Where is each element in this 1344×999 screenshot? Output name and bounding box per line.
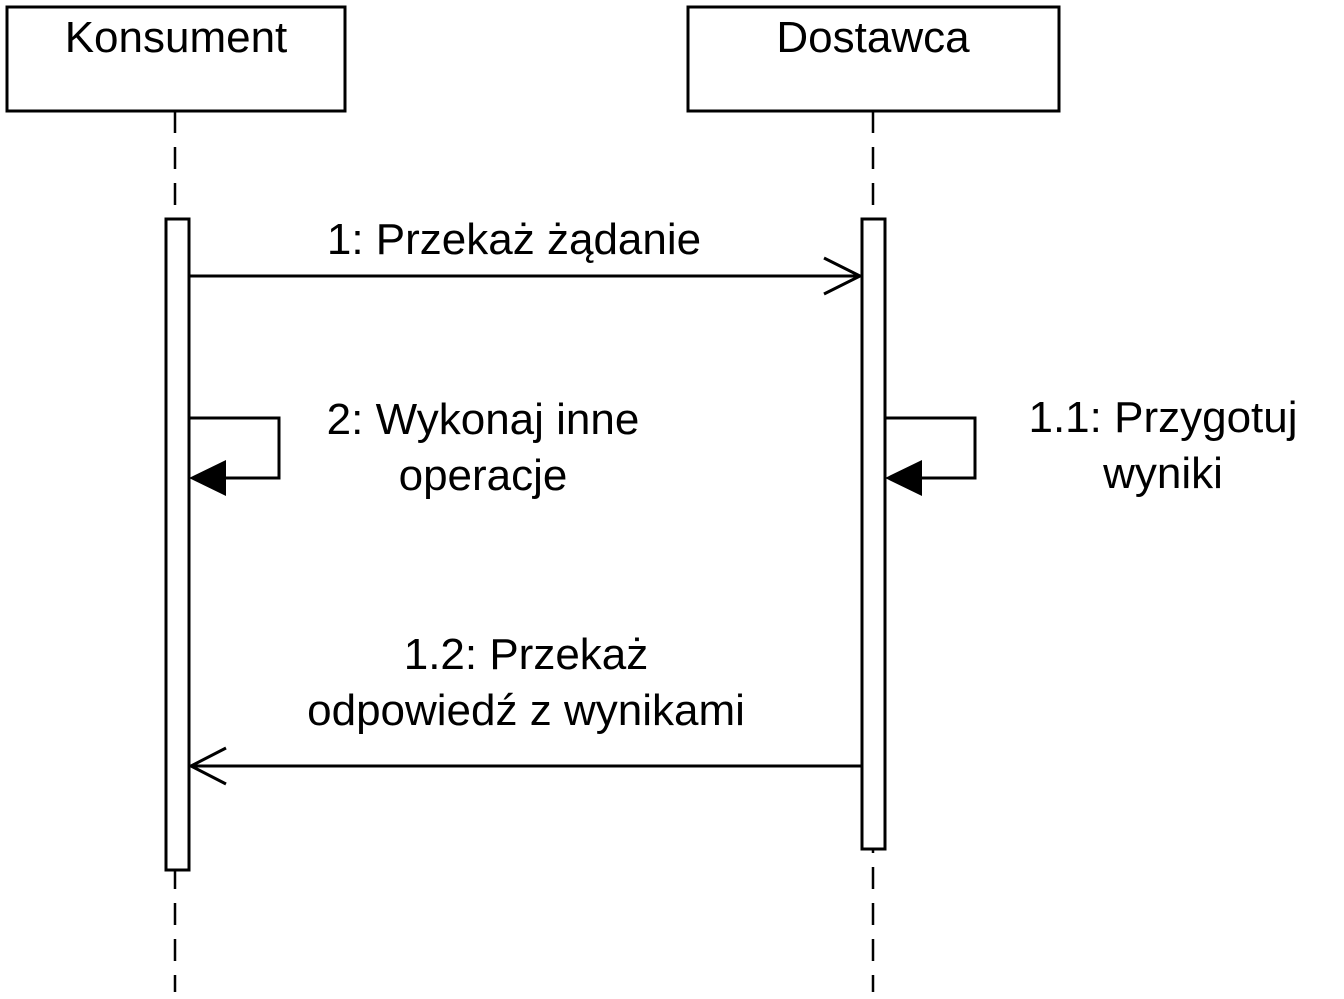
- participant-consumer: Konsument: [5, 5, 347, 113]
- provider-box: [686, 5, 1061, 113]
- message-1-2-label-line1: 1.2: Przekaż: [404, 630, 649, 679]
- open-arrowhead-icon: [823, 256, 864, 296]
- message-1-1: 1.1: Przygotuj wyniki: [885, 393, 1298, 498]
- consumer-name: Konsument: [65, 13, 288, 62]
- open-arrowhead-icon: [187, 746, 227, 786]
- consumer-box: [5, 5, 347, 113]
- message-1-2-label-line2: odpowiedź z wynikami: [307, 686, 745, 735]
- message-1-1-label-line2: wyniki: [1102, 449, 1223, 498]
- message-1-2: 1.2: Przekaż odpowiedź z wynikami: [187, 630, 862, 786]
- message-2-label-line1: 2: Wykonaj inne: [327, 395, 640, 444]
- provider-activation-bar: [860, 217, 887, 851]
- message-1-1-label-line1: 1.1: Przygotuj: [1028, 393, 1297, 442]
- message-2-line: [189, 416, 281, 480]
- participant-provider: Dostawca: [686, 5, 1061, 113]
- message-1-label: 1: Przekaż żądanie: [327, 215, 701, 264]
- filled-arrowhead-icon: [885, 460, 922, 496]
- message-1-1-line: [885, 416, 977, 480]
- message-2-label-line2: operacje: [399, 451, 568, 500]
- consumer-activation-bar: [164, 217, 191, 872]
- message-1: 1: Przekaż żądanie: [189, 215, 864, 296]
- filled-arrowhead-icon: [189, 460, 226, 496]
- message-2: 2: Wykonaj inne operacje: [189, 395, 639, 500]
- provider-name: Dostawca: [776, 13, 970, 62]
